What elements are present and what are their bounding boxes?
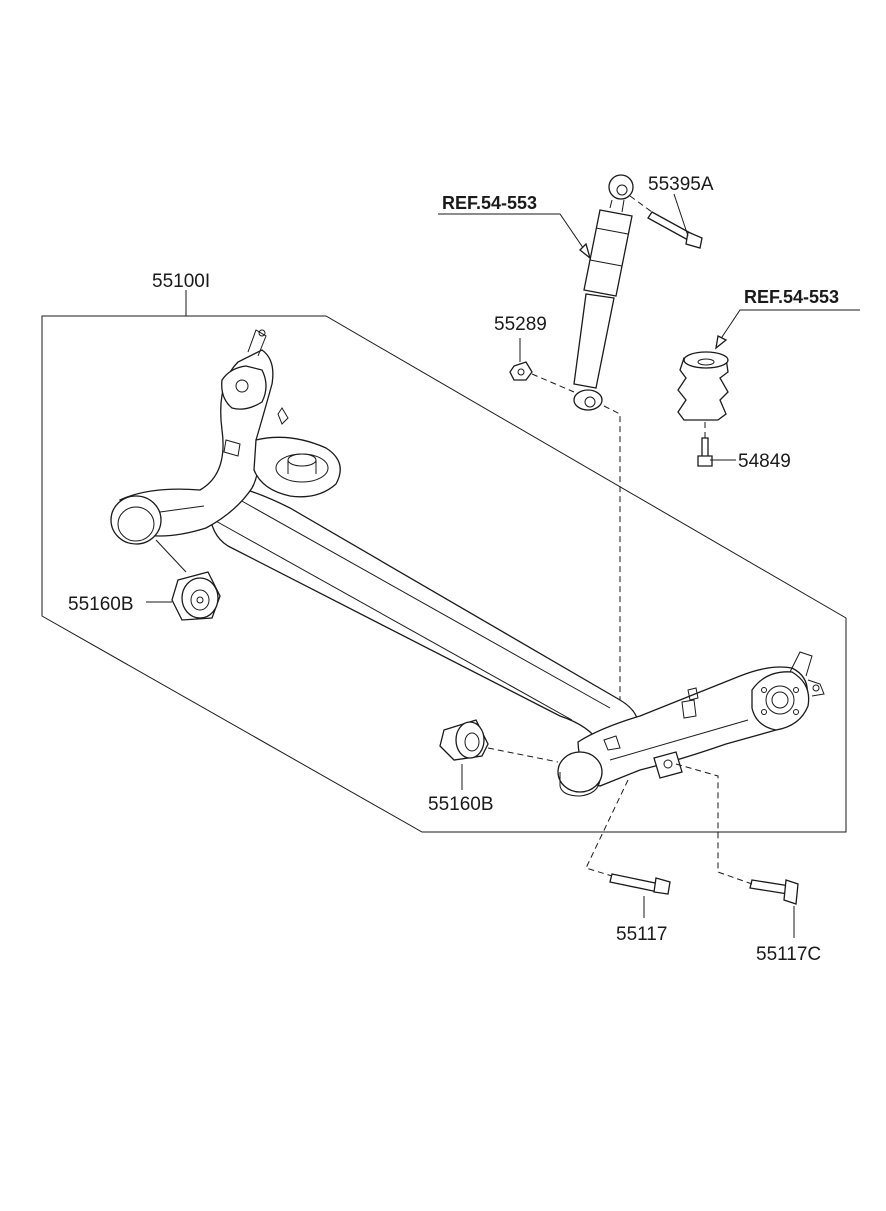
bolt-bump-stop [697,437,713,467]
shock-absorber [573,174,634,411]
label-bumper-ref: REF.54-553 [744,287,839,307]
dash-bushing-to-eye [487,747,559,763]
leader-ref-shock [438,213,591,259]
nut-55289 [509,361,533,381]
label-shock-upper-bolt: 55395A [648,174,714,195]
label-nut: 55289 [494,314,547,335]
label-bumper-bolt: 54849 [738,451,791,472]
leader-ref-bumper [715,309,860,347]
arrow-ref-shock [579,242,592,260]
dash-nut-to-shock [531,373,575,393]
label-mount-bolt: 55117 [616,924,667,945]
dash-bolt-55117c [675,763,753,885]
bolt-55117 [609,873,671,895]
axle-assembly-frame [41,315,847,833]
label-bushing-left: 55160B [68,594,134,615]
torsion-beam-axle [110,329,825,797]
label-axle-assembly: 55100I [152,271,210,292]
leader-55160b-left-axle [155,539,187,573]
dash-shock-to-axle [603,405,621,700]
dash-upper-bolt [629,195,653,213]
arrow-ref-bumper [715,335,728,350]
bolt-upper-shock [647,211,703,249]
bushing-left [171,571,221,621]
bushing-right [439,719,489,761]
bolt-55117c [749,879,799,905]
label-mount-bolt-c: 55117C [756,944,821,965]
label-bushing-right: 55160B [428,794,494,815]
leader-55395a [673,193,689,237]
label-shock-ref: REF.54-553 [442,193,537,213]
dash-bolt-55117 [585,779,629,877]
bump-stop [677,351,729,421]
